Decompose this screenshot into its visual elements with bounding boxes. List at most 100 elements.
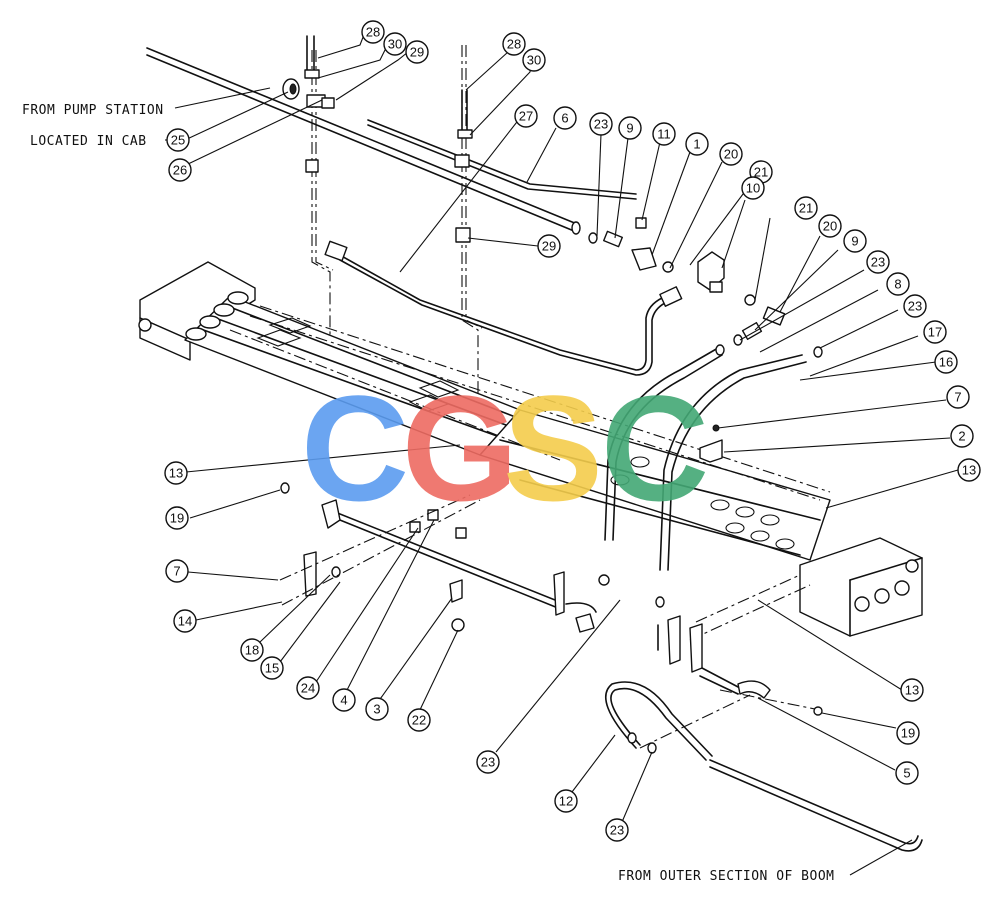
callout-9b: 9 [843,229,867,253]
svg-text:13: 13 [169,466,183,481]
svg-text:9: 9 [851,234,858,249]
svg-text:24: 24 [301,681,315,696]
callout-25: 25 [166,128,190,152]
lower-tube-assembly [280,482,665,633]
svg-text:13: 13 [905,683,919,698]
svg-text:18: 18 [245,643,259,658]
svg-text:1: 1 [693,137,700,152]
svg-text:13: 13 [962,463,976,478]
svg-text:8: 8 [894,277,901,292]
callout-bubbles: 28 30 29 25 26 28 30 27 6 23 9 11 1 20 2… [164,20,981,842]
svg-text:25: 25 [171,133,185,148]
callout-21b: 21 [794,196,818,220]
svg-text:5: 5 [903,766,910,781]
outer-boom-tube [709,759,923,852]
callout-19b: 19 [896,721,920,745]
callout-2: 2 [950,424,974,448]
callout-28a: 28 [361,20,385,44]
svg-text:23: 23 [908,299,922,314]
boom-body [138,261,923,637]
svg-text:29: 29 [410,45,424,60]
svg-text:16: 16 [939,355,953,370]
svg-text:29: 29 [542,239,556,254]
svg-text:19: 19 [170,511,184,526]
callout-17: 17 [923,320,947,344]
svg-text:15: 15 [265,661,279,676]
svg-text:26: 26 [173,163,187,178]
svg-text:28: 28 [507,37,521,52]
callout-16: 16 [934,350,958,374]
svg-text:21: 21 [754,165,768,180]
svg-text:23: 23 [610,823,624,838]
svg-text:10: 10 [746,181,760,196]
svg-text:23: 23 [481,755,495,770]
svg-text:22: 22 [412,713,426,728]
leader-lines [165,31,959,876]
svg-text:30: 30 [388,37,402,52]
callout-12: 12 [554,789,578,813]
watermark: C G S C [301,364,709,532]
watermark-letter-c2: C [601,364,709,532]
callout-26: 26 [168,158,192,182]
svg-text:4: 4 [340,693,347,708]
label-located-in-cab: LOCATED IN CAB [30,134,147,149]
callout-24: 24 [296,676,320,700]
bolt-28-left [306,35,315,73]
callout-13b: 13 [164,461,188,485]
callout-23e: 23 [605,818,629,842]
callout-27: 27 [514,104,538,128]
svg-text:7: 7 [954,390,961,405]
bracket-2 [699,424,723,463]
svg-text:19: 19 [901,726,915,741]
callout-19a: 19 [165,506,189,530]
callout-4: 4 [332,688,356,712]
svg-text:9: 9 [626,121,633,136]
svg-text:23: 23 [594,117,608,132]
label-from-pump-station: FROM PUMP STATION [22,103,164,118]
callout-23d: 23 [476,750,500,774]
label-from-outer-section: FROM OUTER SECTION OF BOOM [618,869,835,884]
callout-29b: 29 [537,234,561,258]
callout-29a: 29 [405,40,429,64]
svg-text:12: 12 [559,794,573,809]
callout-7b: 7 [165,559,189,583]
watermark-letter-g: G [402,364,519,532]
lower-right-fittings [657,615,823,716]
svg-text:28: 28 [366,25,380,40]
callout-23a: 23 [589,112,613,136]
callout-10: 10 [741,176,765,200]
tube-6 [367,119,637,200]
upper-hydraulic-tube [146,47,581,235]
fitting-chain [588,217,786,346]
callout-21a: 21 [749,160,773,184]
hose-16-17 [604,344,823,571]
svg-text:17: 17 [928,325,942,340]
callout-30b: 30 [522,48,546,72]
hose-27 [324,240,683,376]
callout-18: 18 [240,638,264,662]
svg-text:6: 6 [561,111,568,126]
callout-28b: 28 [502,32,526,56]
callout-13c: 13 [900,678,924,702]
callout-20b: 20 [818,214,842,238]
watermark-letter-c1: C [301,364,409,532]
callout-8: 8 [886,272,910,296]
callout-1: 1 [685,132,709,156]
callout-5: 5 [895,761,919,785]
callout-22: 22 [407,708,431,732]
callout-23c: 23 [903,294,927,318]
callout-13a: 13 [957,458,981,482]
callout-7a: 7 [946,385,970,409]
callout-14: 14 [173,609,197,633]
clamp-pieces [282,69,473,243]
svg-text:21: 21 [799,201,813,216]
callout-15: 15 [260,656,284,680]
callout-6: 6 [553,106,577,130]
bolt-28-right [461,89,468,131]
svg-text:20: 20 [724,147,738,162]
callout-23b: 23 [866,250,890,274]
svg-text:11: 11 [657,127,671,142]
callout-3: 3 [365,697,389,721]
